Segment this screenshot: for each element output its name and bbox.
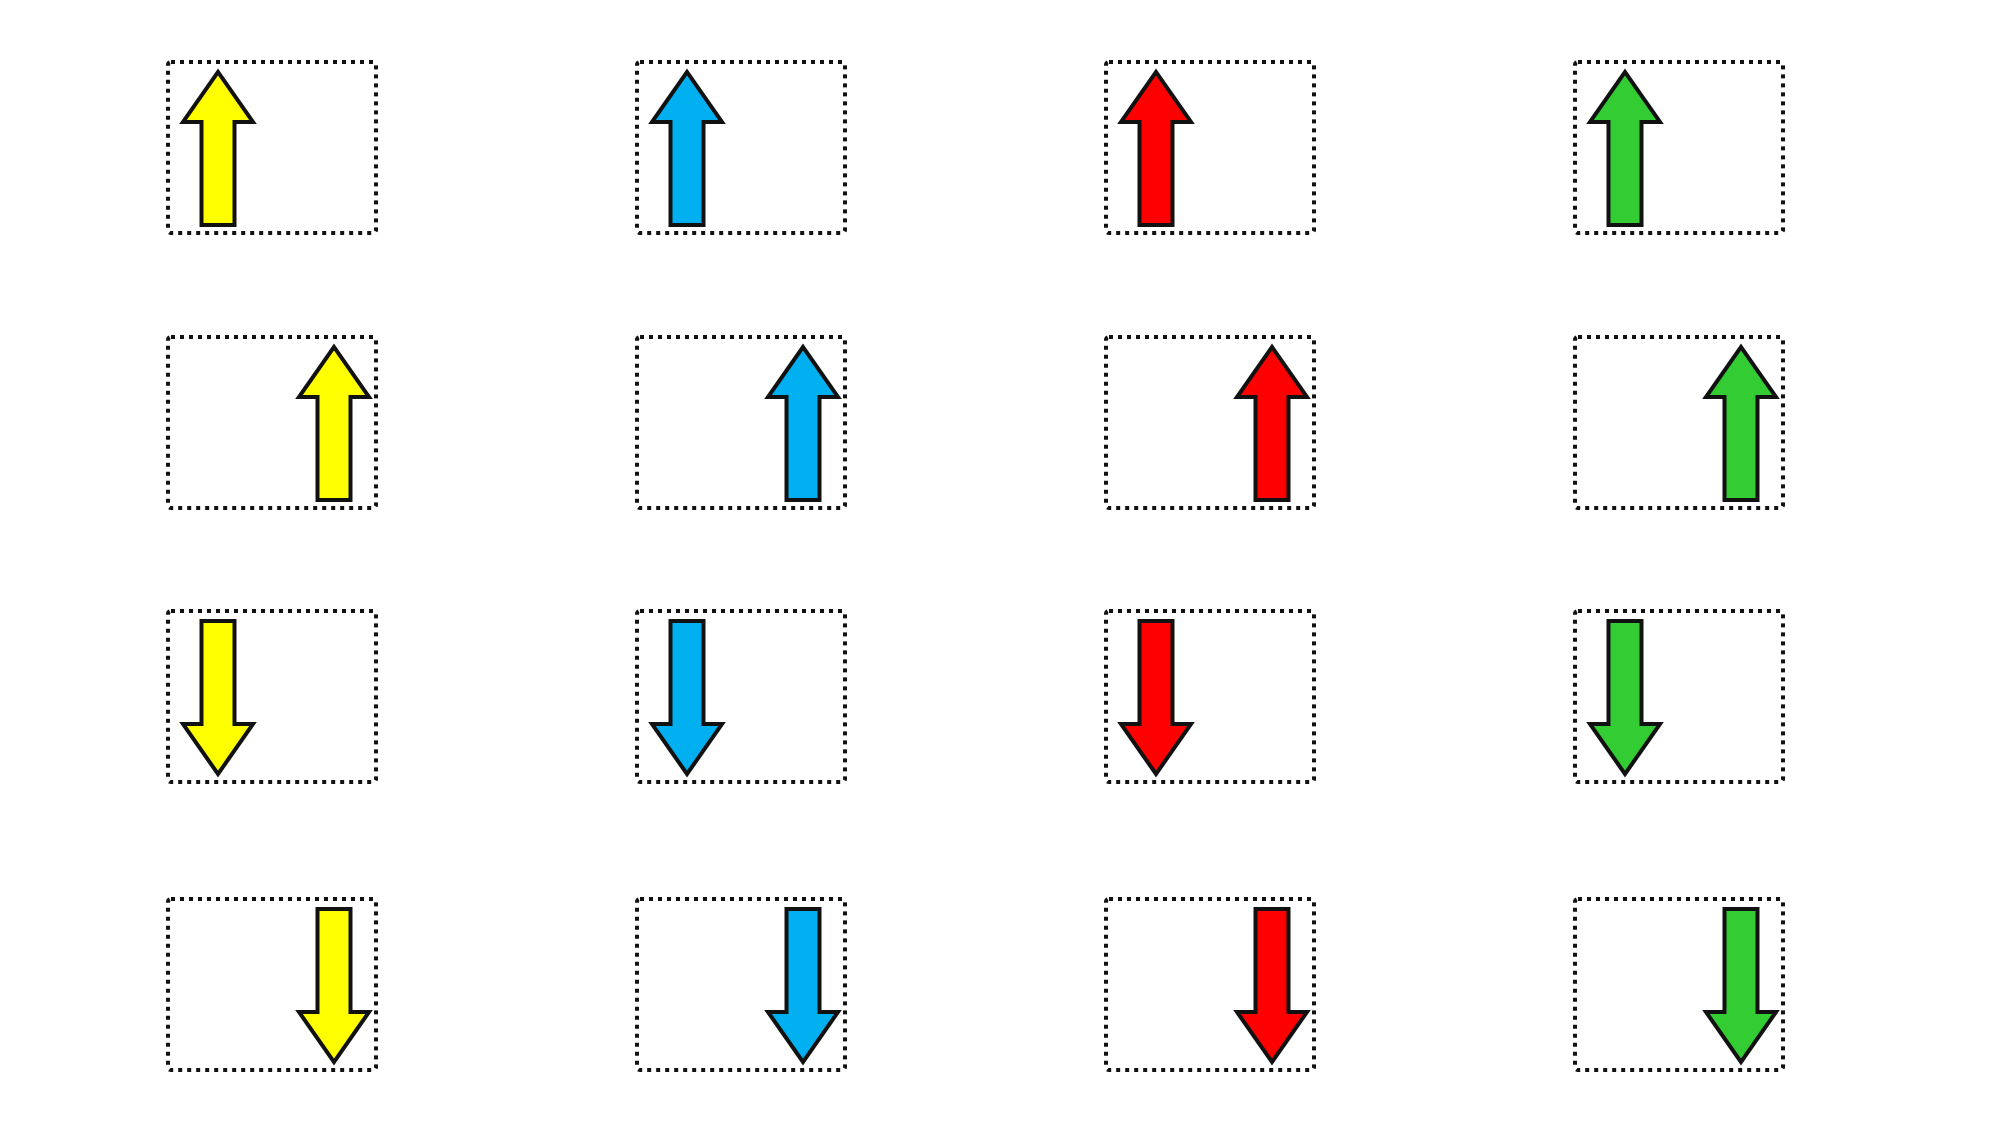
yellow-arrow-down-icon [179,619,257,778]
arrow-cell-r2-c4 [1573,335,1785,510]
dotted-frame [635,609,847,784]
dotted-frame [635,60,847,235]
arrow-cell-r1-c4 [1573,60,1785,235]
dotted-frame [1104,335,1316,510]
arrow-cell-r3-c1 [166,609,378,784]
yellow-arrow-up-icon [179,68,257,227]
arrow-cell-r3-c2 [635,609,847,784]
green-arrow-down-icon [1702,907,1780,1066]
arrow-cell-r1-c3 [1104,60,1316,235]
dotted-frame [635,897,847,1072]
blue-arrow-up-icon [648,68,726,227]
dotted-frame [166,609,378,784]
red-arrow-down-icon [1233,907,1311,1066]
dotted-frame [166,60,378,235]
arrow-cell-r4-c3 [1104,897,1316,1072]
dotted-frame [166,335,378,510]
arrow-cell-r2-c3 [1104,335,1316,510]
arrow-cell-r3-c3 [1104,609,1316,784]
blue-arrow-up-icon [764,343,842,502]
yellow-arrow-down-icon [295,907,373,1066]
blue-arrow-down-icon [648,619,726,778]
dotted-frame [1104,609,1316,784]
arrow-cell-r1-c1 [166,60,378,235]
dotted-frame [1104,60,1316,235]
red-arrow-down-icon [1117,619,1195,778]
red-arrow-up-icon [1233,343,1311,502]
arrow-cell-r4-c4 [1573,897,1785,1072]
dotted-frame [1104,897,1316,1072]
yellow-arrow-up-icon [295,343,373,502]
arrow-cell-r1-c2 [635,60,847,235]
green-arrow-up-icon [1702,343,1780,502]
red-arrow-up-icon [1117,68,1195,227]
arrow-cell-r2-c2 [635,335,847,510]
arrow-cell-r4-c2 [635,897,847,1072]
green-arrow-up-icon [1586,68,1664,227]
dotted-frame [1573,897,1785,1072]
green-arrow-down-icon [1586,619,1664,778]
blue-arrow-down-icon [764,907,842,1066]
dotted-frame [1573,609,1785,784]
arrow-cell-r2-c1 [166,335,378,510]
dotted-frame [166,897,378,1072]
dotted-frame [1573,60,1785,235]
dotted-frame [1573,335,1785,510]
arrow-cell-r3-c4 [1573,609,1785,784]
arrow-cell-r4-c1 [166,897,378,1072]
dotted-frame [635,335,847,510]
